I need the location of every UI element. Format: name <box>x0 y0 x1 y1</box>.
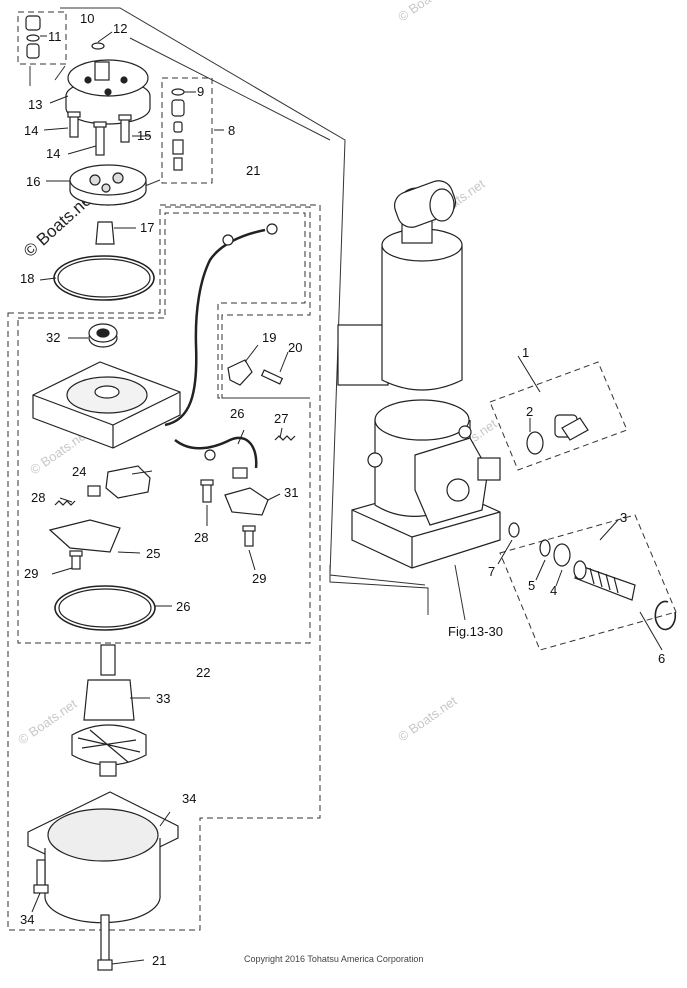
callout-17: 17 <box>140 220 154 235</box>
part-18-oring <box>53 255 155 301</box>
part-17-coupler <box>95 221 115 245</box>
callout-26: 26 <box>176 599 190 614</box>
callout-3: 3 <box>620 510 627 525</box>
part-27-lead <box>174 436 258 469</box>
part-19-20-clamp <box>227 359 284 386</box>
part-brush-b <box>232 467 248 479</box>
part-28-spring-left <box>54 500 76 506</box>
callout-8: 8 <box>228 123 235 138</box>
callout-13: 13 <box>28 97 42 112</box>
line-10-link <box>29 65 66 86</box>
callout-34: 34 <box>20 912 34 927</box>
part-tilt-cylinder <box>337 180 501 569</box>
callout-1: 1 <box>522 345 529 360</box>
figure-reference: Fig.13-30 <box>448 624 503 639</box>
callout-25: 25 <box>146 546 160 561</box>
part-7-oring <box>508 522 520 538</box>
part-28-spring-right <box>274 435 296 441</box>
part-end-frame <box>32 361 181 449</box>
part-33-yoke <box>27 791 179 924</box>
part-16-pump <box>69 164 147 206</box>
callout-leaders <box>31 31 663 965</box>
line-fig-leader <box>454 564 466 621</box>
group-boxes <box>7 11 677 931</box>
box-part-8 <box>161 77 213 184</box>
part-14-15-bolts <box>67 111 132 156</box>
callout-4: 4 <box>550 583 557 598</box>
part-1-2-plug <box>526 414 589 455</box>
callout-11: 11 <box>48 29 62 44</box>
part-10-fittings <box>25 15 41 59</box>
part-32-armature <box>71 644 147 777</box>
callout-24: 24 <box>72 464 86 479</box>
watermark-top-right: © Boats.net <box>395 0 460 24</box>
callout-10: 10 <box>80 11 94 26</box>
box-motor-assy <box>7 204 321 931</box>
line-pump-base <box>329 565 429 615</box>
callout-14-a: 14 <box>24 123 38 138</box>
callout-16: 16 <box>26 174 40 189</box>
box-part-10 <box>17 11 67 65</box>
callout-29-c: 29 <box>252 571 266 586</box>
callout-7: 7 <box>488 564 495 579</box>
line-top-cover <box>60 7 426 586</box>
callout-30: 31 <box>284 485 298 500</box>
watermark-left-armature: © Boats.net <box>15 696 80 748</box>
callout-22: 21 <box>246 163 260 178</box>
assembly-lines <box>29 7 466 621</box>
line-cover-to-pump <box>129 37 331 141</box>
watermark-low-right: © Boats.net <box>395 693 460 745</box>
callout-21: 21 <box>152 953 166 968</box>
callout-27: 26 <box>230 406 244 421</box>
callout-15: 15 <box>137 128 151 143</box>
callout-33: 34 <box>182 791 196 806</box>
callout-20: 20 <box>288 340 302 355</box>
part-31-bearing <box>88 323 118 348</box>
callout-9: 9 <box>197 84 204 99</box>
callout-6: 6 <box>658 651 665 666</box>
part-4-ring <box>553 543 571 567</box>
part-25-plate <box>48 519 121 553</box>
callout-31: 32 <box>46 330 60 345</box>
part-8-9-valve <box>171 88 185 171</box>
part-brush-a <box>87 485 101 497</box>
callout-28-b: 28 <box>31 490 45 505</box>
callout-23: 22 <box>196 665 210 680</box>
callout-19: 19 <box>262 330 276 345</box>
part-drawings <box>25 15 677 971</box>
part-24-brush-holder <box>105 465 151 499</box>
copyright-notice: Copyright 2016 Tohatsu America Corporati… <box>244 954 423 964</box>
part-12-oring <box>91 42 105 50</box>
callout-32: 33 <box>156 691 170 706</box>
part-5-ring <box>539 539 551 557</box>
part-3-valve-stem <box>573 560 636 601</box>
part-13-reservoir <box>65 59 151 125</box>
part-21-bolt <box>97 914 113 971</box>
callout-29-a: 28 <box>194 530 208 545</box>
box-part-22 <box>165 206 311 399</box>
callout-5: 5 <box>528 578 535 593</box>
part-26-oring <box>54 585 156 631</box>
callout-29-b: 29 <box>24 566 38 581</box>
part-30-holder <box>224 487 269 516</box>
part-29-screws <box>69 479 256 570</box>
callout-12: 12 <box>113 21 127 36</box>
callouts: 10 11 12 13 14 14 15 16 17 18 9 8 21 32 … <box>20 11 665 968</box>
part-6-snapring <box>654 600 677 631</box>
callout-14-b: 14 <box>46 146 60 161</box>
box-part-3 <box>499 514 677 651</box>
part-34-bolt <box>33 859 49 894</box>
callout-28-a: 27 <box>274 411 288 426</box>
callout-2: 2 <box>526 404 533 419</box>
part-22-terminal <box>266 223 278 235</box>
callout-18: 18 <box>20 271 34 286</box>
